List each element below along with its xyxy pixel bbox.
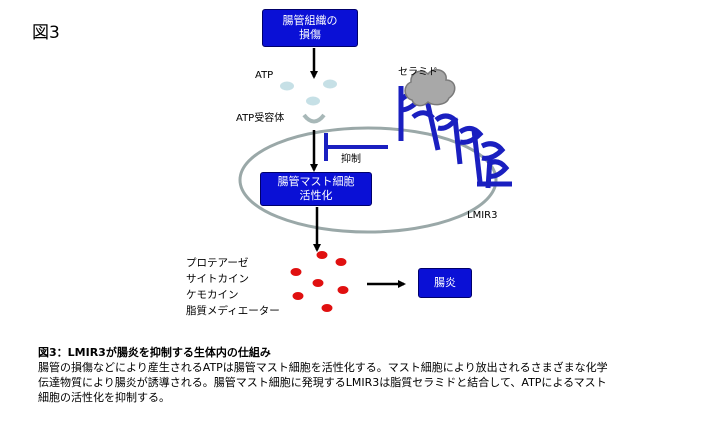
mediator-item: 脂質メディエーター — [186, 305, 280, 317]
injury-box-line2: 損傷 — [299, 28, 321, 41]
atp-label: ATP — [255, 70, 274, 81]
ceramide-label: セラミド — [398, 67, 438, 78]
atp-molecules — [280, 79, 337, 106]
enteritis-box: 腸炎 — [418, 268, 472, 298]
mediator-dots — [290, 251, 349, 312]
lmir3-receptors — [398, 86, 512, 189]
caption-body: 腸管の損傷などにより産生されるATPは腸管マスト細胞を活性化する。マスト細胞によ… — [38, 361, 608, 404]
atp-receptor-shape — [302, 113, 326, 124]
mast-activation-box: 腸管マスト細胞 活性化 — [260, 172, 372, 206]
mediator-item: プロテアーゼ — [186, 257, 249, 269]
injury-box-line1: 腸管組織の — [282, 14, 338, 27]
mast-cell-membrane — [238, 126, 498, 234]
lmir3-label: LMIR3 — [467, 210, 498, 221]
figure-label: 図3 — [32, 23, 60, 43]
injury-box: 腸管組織の 損傷 — [262, 9, 358, 47]
mediator-list: プロテアーゼ サイトカイン ケモカイン 脂質メディエーター — [186, 255, 280, 319]
mast-activation-line2: 活性化 — [299, 189, 333, 202]
caption: 図3：LMIR3が腸炎を抑制する生体内の仕組み 腸管の損傷などにより産生されるA… — [38, 345, 688, 405]
enteritis-label: 腸炎 — [434, 276, 456, 289]
inhibition-line — [324, 133, 388, 161]
atp-receptor-label: ATP受容体 — [236, 113, 285, 124]
mediator-item: サイトカイン — [186, 273, 249, 285]
ceramide-cloud — [404, 69, 456, 107]
mediator-item: ケモカイン — [186, 289, 239, 301]
inhibition-label: 抑制 — [341, 154, 361, 165]
mast-activation-line1: 腸管マスト細胞 — [277, 175, 355, 188]
caption-title: 図3：LMIR3が腸炎を抑制する生体内の仕組み — [38, 346, 271, 359]
